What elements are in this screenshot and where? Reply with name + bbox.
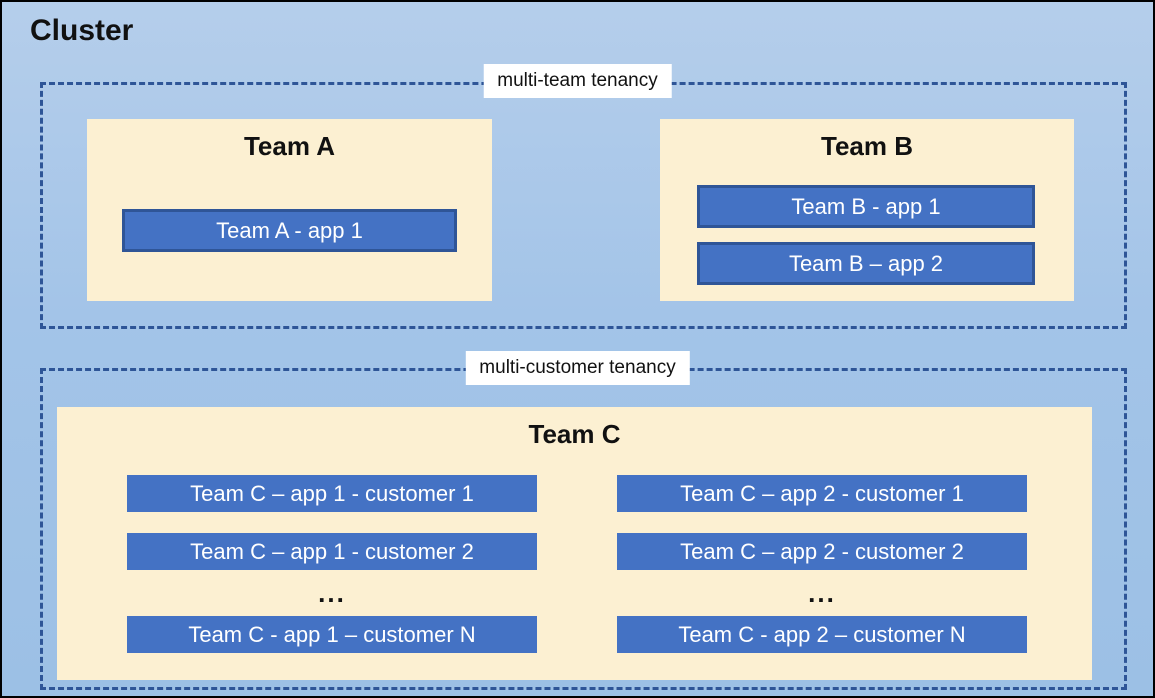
team-c-box: Team C Team C – app 1 - customer 1 Team … — [57, 407, 1092, 680]
team-b-name: Team B — [821, 131, 913, 161]
team-c-app2-column: Team C – app 2 - customer 1 Team C – app… — [617, 475, 1027, 653]
team-a-box: Team A Team A - app 1 — [87, 119, 492, 301]
team-c-app1-customerN: Team C - app 1 – customer N — [127, 616, 537, 653]
multi-customer-tenancy-label: multi-customer tenancy — [465, 351, 690, 385]
team-c-app2-customer2: Team C – app 2 - customer 2 — [617, 533, 1027, 570]
team-c-app2-ellipsis: ... — [808, 577, 836, 608]
team-c-name: Team C — [528, 419, 621, 449]
team-c-app2-customer1: Team C – app 2 - customer 1 — [617, 475, 1027, 512]
team-a-app-1: Team A - app 1 — [122, 209, 457, 252]
team-a-name: Team A — [243, 131, 336, 161]
team-b-box: Team B Team B - app 1 Team B – app 2 — [660, 119, 1074, 301]
team-c-app1-ellipsis: ... — [318, 577, 346, 608]
multi-team-tenancy-label: multi-team tenancy — [483, 64, 672, 98]
team-c-app1-column: Team C – app 1 - customer 1 Team C – app… — [127, 475, 537, 653]
team-b-app-2: Team B – app 2 — [697, 242, 1035, 285]
cluster-title: Cluster — [30, 14, 134, 47]
team-c-app1-customer1: Team C – app 1 - customer 1 — [127, 475, 537, 512]
team-b-app-1: Team B - app 1 — [697, 185, 1035, 228]
team-c-app1-customer2: Team C – app 1 - customer 2 — [127, 533, 537, 570]
team-c-app2-customerN: Team C - app 2 – customer N — [617, 616, 1027, 653]
